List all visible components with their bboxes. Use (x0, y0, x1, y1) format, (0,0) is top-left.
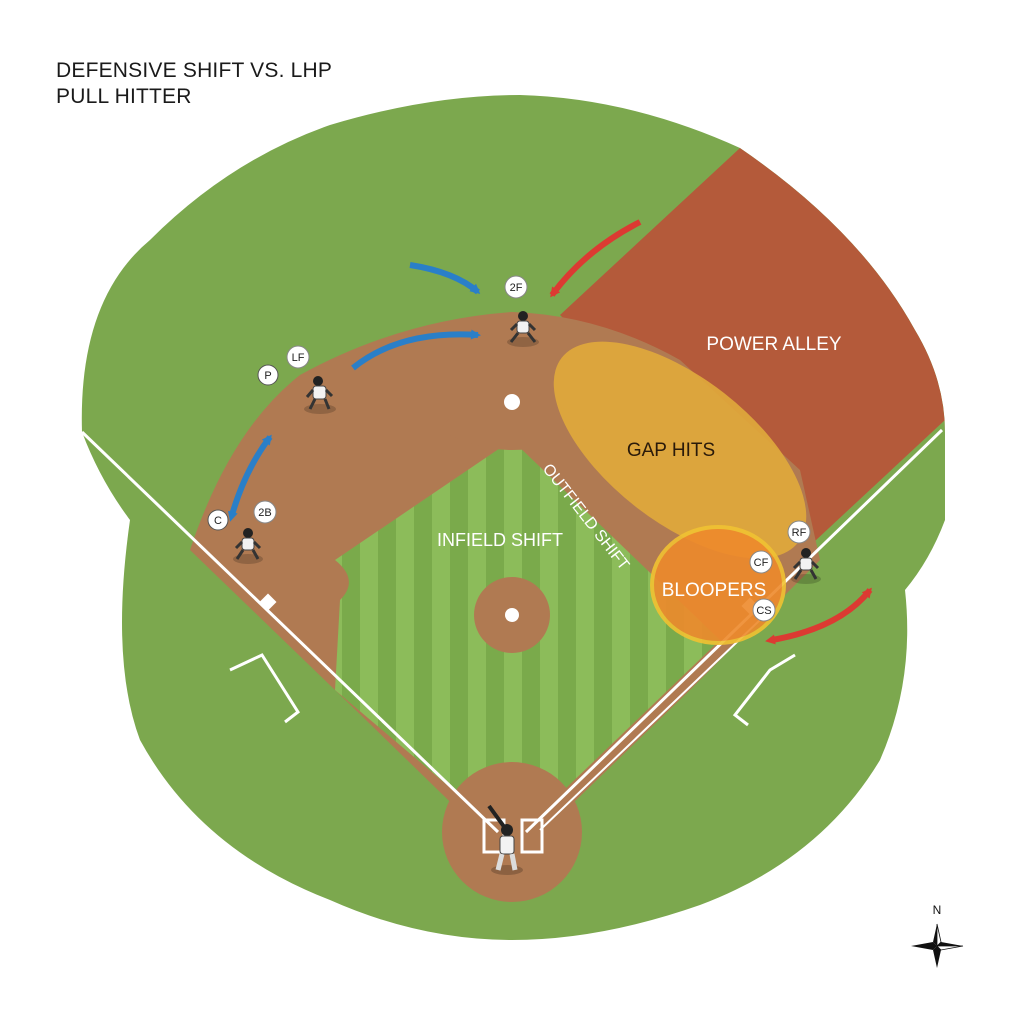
shift-arrow-red-top (549, 219, 642, 298)
second-base-cutout (440, 390, 584, 450)
batters-box-right (520, 818, 544, 854)
compass-rose-icon (911, 923, 964, 968)
player-figure-rf (791, 548, 821, 584)
pitchers-rubber (505, 608, 519, 622)
svg-text:CF: CF (754, 557, 769, 569)
svg-text:2F: 2F (510, 282, 523, 294)
position-marker-c: C (207, 509, 229, 531)
svg-text:2B: 2B (258, 507, 271, 519)
shift-arrow-blue-middle (351, 329, 481, 371)
title-line-1: DEFENSIVE SHIFT VS. LHP (56, 59, 333, 82)
player-figure-2b (233, 528, 263, 564)
infield-shift-label: INFIELD SHIFT (437, 530, 563, 550)
shift-arrow-blue-left (228, 434, 273, 522)
left-foul-line (80, 430, 500, 834)
compass-north-label: N (933, 903, 942, 917)
third-base-marker (259, 593, 277, 611)
diagram-title: DEFENSIVE SHIFT VS. LHP PULL HITTER (56, 58, 332, 110)
position-marker-p: P (257, 364, 279, 386)
svg-text:P: P (264, 370, 271, 382)
bloopers-zone (650, 525, 786, 645)
title-line-2: PULL HITTER (56, 85, 192, 108)
player-figure-lf (304, 376, 336, 414)
svg-text:CS: CS (756, 605, 771, 617)
gap-hits-label: GAP HITS (627, 440, 715, 461)
batter-figure (487, 804, 523, 875)
infield-dirt-edge (335, 560, 349, 690)
power-alley-zone (560, 148, 945, 555)
power-alley-label: POWER ALLEY (706, 334, 841, 355)
svg-text:C: C (214, 515, 222, 527)
position-marker-rf: RF (787, 520, 811, 544)
position-marker-2b: 2B (253, 500, 277, 524)
position-marker-2f: 2F (504, 275, 528, 299)
svg-text:LF: LF (292, 352, 305, 364)
player-figure-2f (507, 311, 539, 347)
position-marker-cf: CF (749, 550, 773, 574)
shift-arrow-blue-top (409, 262, 481, 295)
shift-arrow-red-right (765, 587, 873, 645)
position-marker-lf: LF (286, 345, 310, 369)
bloopers-label: BLOOPERS (662, 580, 767, 601)
first-base-line-inner (539, 619, 761, 831)
second-base-marker (504, 394, 520, 410)
position-marker-cs: CS (752, 598, 776, 622)
svg-text:RF: RF (792, 527, 807, 539)
gap-hits-zone (553, 341, 807, 559)
coach-box-right (732, 653, 796, 727)
coach-box-left (229, 653, 300, 724)
